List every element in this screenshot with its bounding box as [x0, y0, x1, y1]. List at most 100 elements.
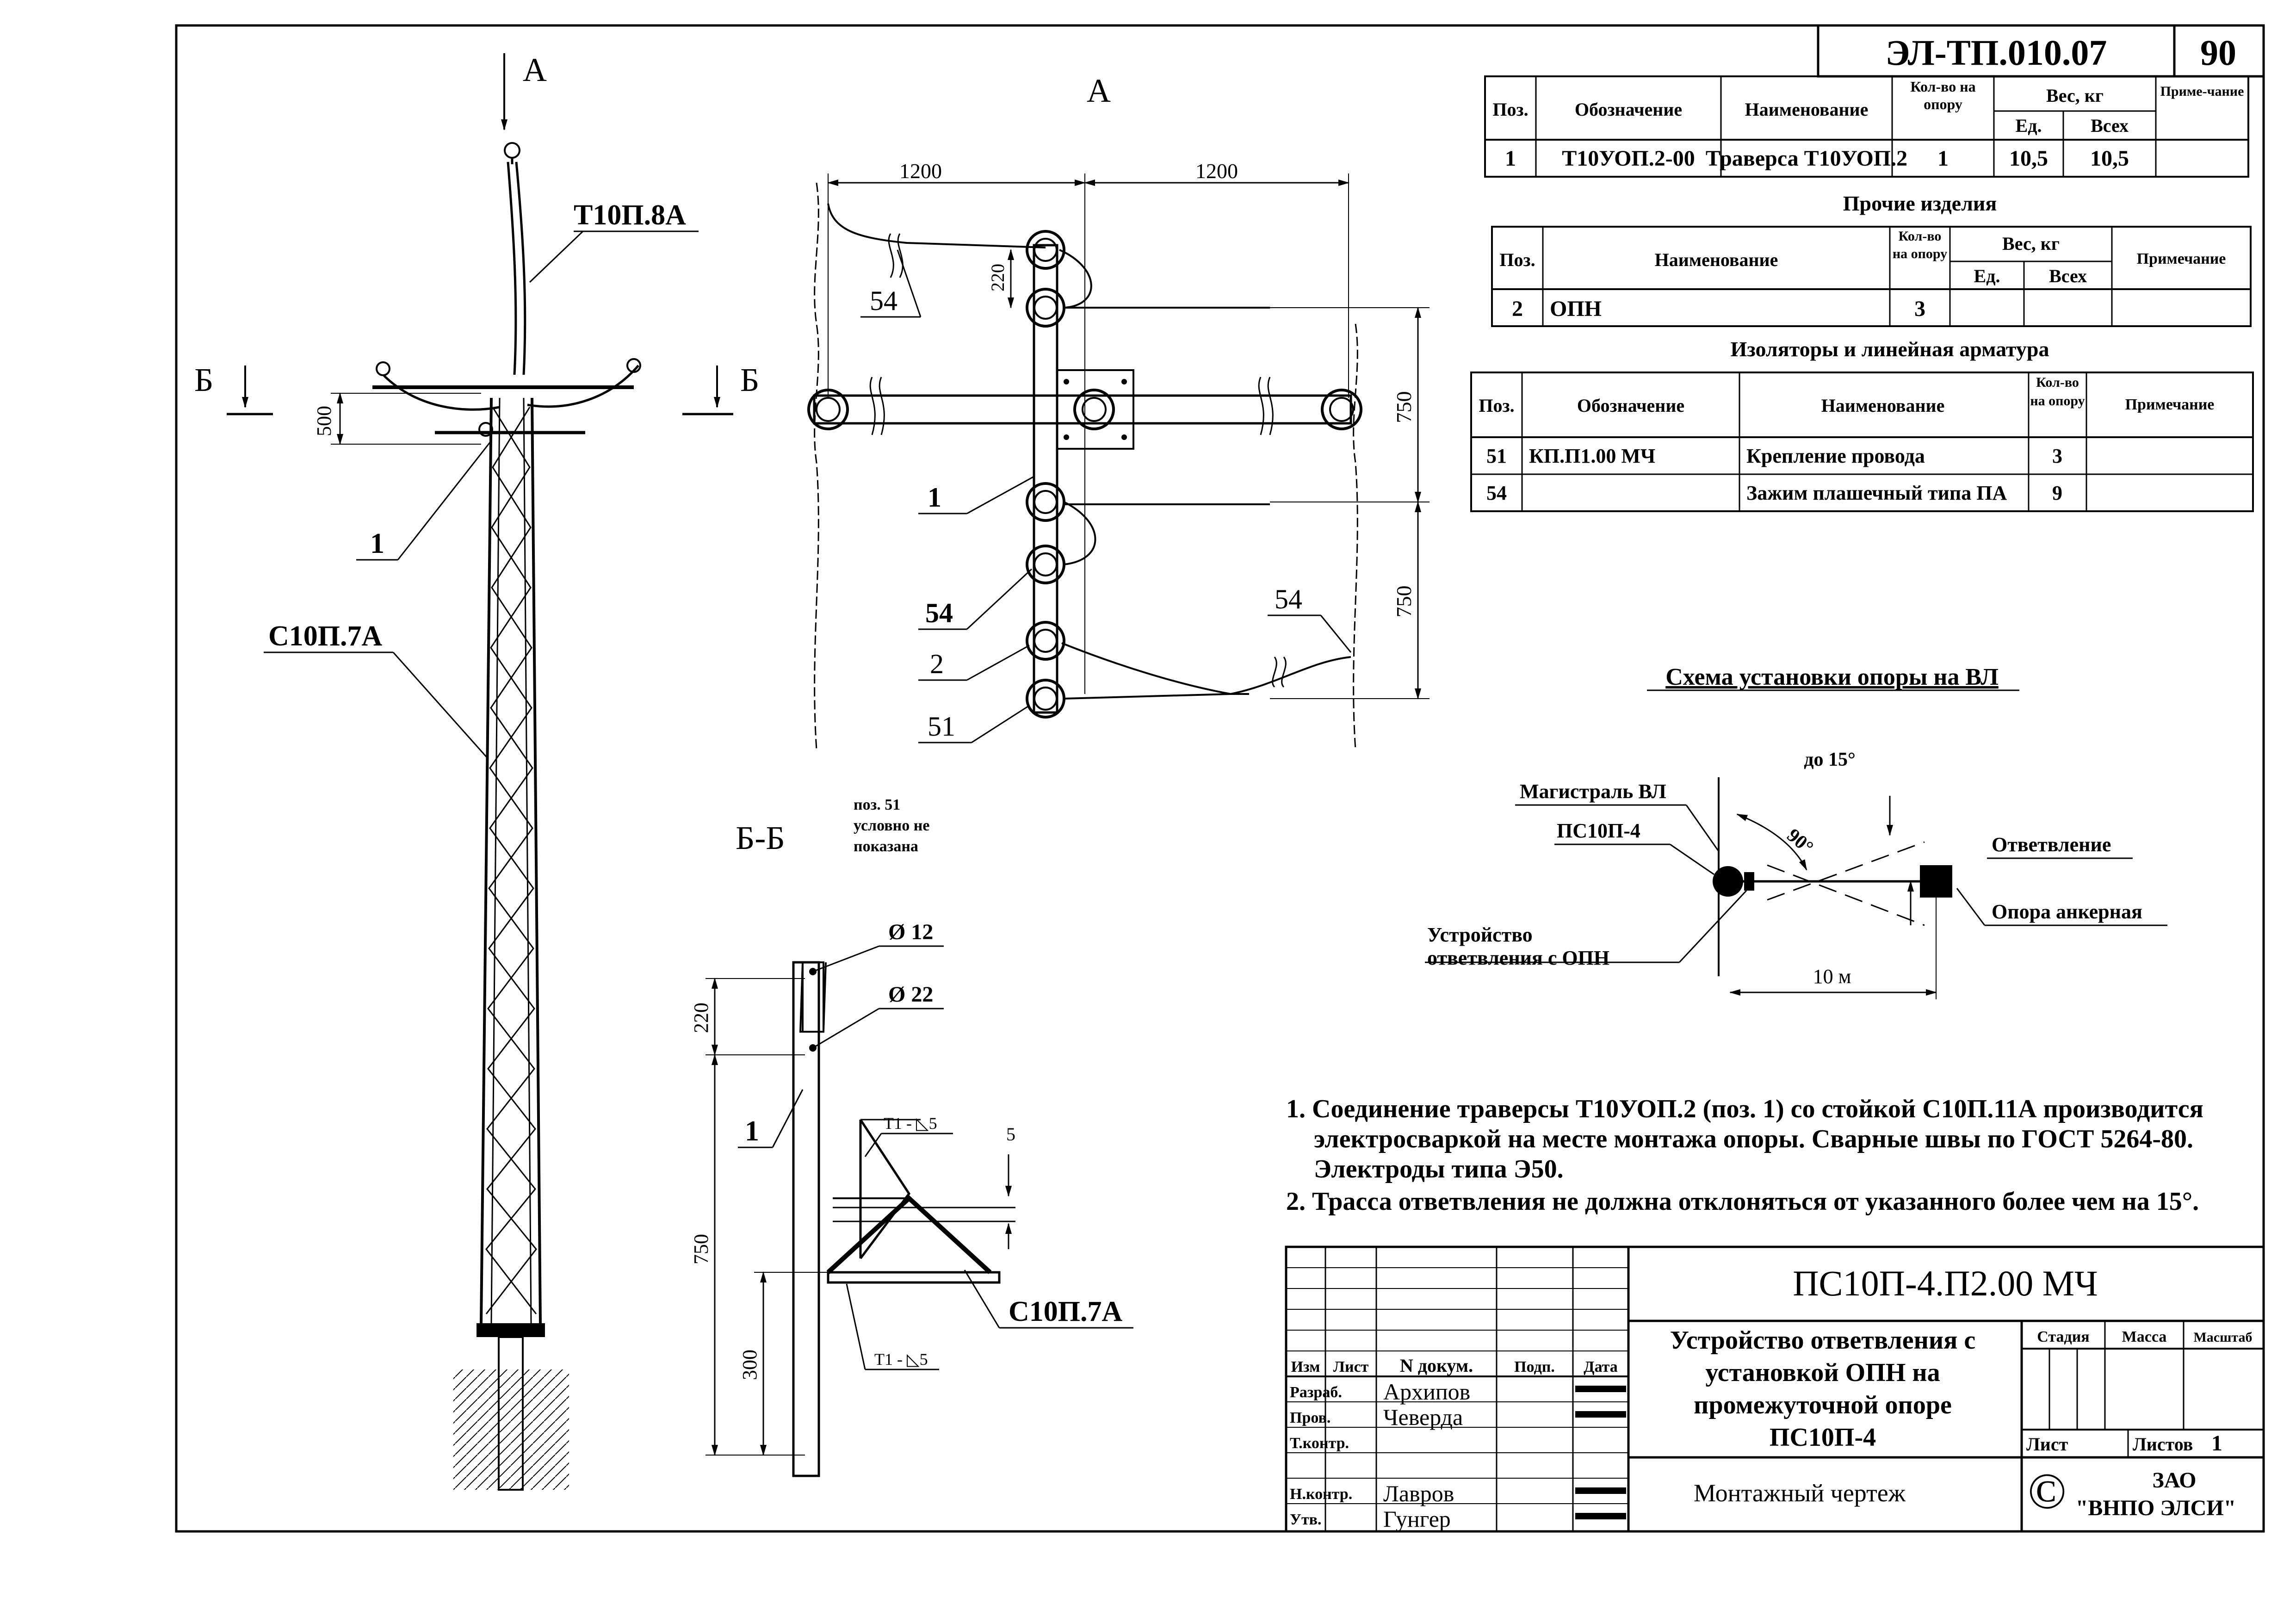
spec-head-designation: Обозначение: [1575, 99, 1682, 120]
section-label-right: Б: [740, 361, 759, 398]
svg-text:условно не: условно не: [854, 817, 929, 834]
svg-text:Устройство ответвления с: Устройство ответвления с: [1670, 1326, 1976, 1355]
section-label-left: Б: [194, 361, 213, 398]
weld-1: Т1 - ◺5: [884, 1114, 937, 1133]
svg-text:Архипов: Архипов: [1383, 1379, 1470, 1405]
svg-text:3: 3: [2052, 445, 2062, 467]
svg-text:поз. 51: поз. 51: [854, 796, 900, 813]
left-insulator-icon: [376, 361, 390, 376]
svg-text:Т.контр.: Т.контр.: [1290, 1435, 1349, 1452]
label-54-right: 54: [1275, 584, 1302, 614]
other-items-table: Прочие изделия Поз. Наименование Кол-во …: [1491, 192, 2252, 327]
svg-text:Утв.: Утв.: [1290, 1511, 1322, 1528]
svg-text:Подп.: Подп.: [1514, 1358, 1555, 1375]
dia-22: Ø 22: [888, 982, 933, 1007]
spec-head-unit: Ед.: [2016, 115, 2042, 136]
oi-row: 2 ОПН 3: [1512, 297, 1925, 321]
callout-1: 1: [370, 528, 384, 559]
label-device-2: ответвления с ОПН: [1427, 947, 1609, 969]
insulators-title: Изоляторы и линейная арматура: [1731, 337, 2049, 361]
dim-300-bb: 300: [738, 1350, 761, 1380]
ins-row-54: 54 Зажим плашечный типа ПА 9: [1486, 482, 2062, 504]
svg-text:Масштаб: Масштаб: [2193, 1330, 2252, 1345]
ins-head-pos: Поз.: [1479, 395, 1514, 416]
technical-notes: 1. Соединение траверсы Т10УОП.2 (поз. 1)…: [1286, 1095, 2203, 1216]
copyright-icon: ©: [2028, 1463, 2067, 1519]
oi-head-pos: Поз.: [1499, 249, 1535, 270]
dim-1200-right: 1200: [1195, 159, 1238, 183]
svg-text:Н.контр.: Н.контр.: [1290, 1486, 1352, 1503]
arrow-label-a: А: [523, 51, 547, 88]
dim-500: 500: [313, 406, 335, 436]
note-line-1: 1. Соединение траверсы Т10УОП.2 (поз. 1)…: [1286, 1095, 2203, 1123]
installation-scheme: Схема установки опоры на ВЛ до 15° 90° М…: [1425, 664, 2167, 999]
svg-text:1: 1: [1937, 146, 1949, 171]
svg-text:ПС10П-4: ПС10П-4: [1770, 1423, 1876, 1452]
label-1: 1: [928, 482, 941, 513]
label-c10p7a-bb: С10П.7А: [1009, 1296, 1123, 1327]
svg-text:Лавров: Лавров: [1383, 1481, 1454, 1506]
svg-text:2: 2: [1512, 297, 1523, 321]
angle-90: 90°: [1783, 824, 1818, 858]
angle-15: до 15°: [1804, 749, 1856, 770]
svg-text:Масса: Масса: [2122, 1328, 2167, 1345]
note-line-2: электросваркой на месте монтажа опоры. С…: [1314, 1125, 2193, 1153]
doc-type: Монтажный чертеж: [1694, 1479, 1906, 1507]
page-number: 90: [2200, 32, 2236, 73]
signature-dates: [1575, 1386, 1626, 1519]
svg-text:N докум.: N докум.: [1400, 1355, 1473, 1376]
opn-device-icon: [1744, 872, 1754, 891]
oi-head-unit: Ед.: [1974, 266, 2000, 286]
section-bb: Б-Б поз. 51 условно не показана 220 750 …: [690, 796, 1133, 1477]
section-bb-title: Б-Б: [736, 819, 785, 856]
svg-text:ОПН: ОПН: [1550, 297, 1602, 321]
svg-text:3: 3: [1914, 297, 1925, 321]
pole-view: А Б Б 500 Т10П.8А: [194, 51, 759, 1491]
svg-text:промежуточной опоре: промежуточной опоре: [1694, 1391, 1952, 1419]
anchor-pole-icon: [1920, 865, 1952, 898]
spec-head-qty: Кол-во на опору: [1910, 78, 1976, 112]
ins-head-name: Наименование: [1821, 395, 1945, 416]
spec-head-total: Всех: [2091, 115, 2129, 136]
svg-text:Пров.: Пров.: [1290, 1409, 1331, 1426]
ins-row-51: 51 КП.П1.00 МЧ Крепление провода 3: [1486, 445, 2062, 467]
section-bb-note: поз. 51 условно не показана: [854, 796, 929, 855]
scheme-title: Схема установки опоры на ВЛ: [1665, 664, 1999, 690]
title-block: Изм Лист N докум. Подп. Дата Разраб. Про…: [1285, 1245, 2265, 1533]
title-col-headers: Изм Лист N докум. Подп. Дата: [1291, 1355, 1618, 1376]
insulators-table: Изоляторы и линейная арматура Поз. Обозн…: [1470, 337, 2254, 512]
title-text: Устройство ответвления с установкой ОПН …: [1670, 1326, 1976, 1452]
svg-text:установкой ОПН на: установкой ОПН на: [1705, 1358, 1940, 1387]
label-pole: ПС10П-4: [1557, 819, 1640, 842]
svg-text:51: 51: [1486, 445, 1507, 467]
sheets-label: Листов: [2133, 1434, 2193, 1455]
svg-text:Крепление провода: Крепление провода: [1746, 445, 1925, 467]
right-insulator-icon: [626, 358, 641, 373]
note-line-4: 2. Трасса ответвления не должна отклонят…: [1286, 1187, 2199, 1216]
company-line-2: "ВНПО ЭЛСИ": [2076, 1496, 2236, 1520]
company-line-1: ЗАО: [2153, 1468, 2197, 1493]
svg-text:Чеверда: Чеверда: [1383, 1404, 1463, 1430]
svg-text:9: 9: [2052, 482, 2062, 504]
spec-head-note: Приме-чание: [2160, 84, 2244, 99]
svg-text:Изм: Изм: [1291, 1358, 1320, 1375]
dim-220-view-a: 220: [987, 264, 1008, 291]
top-stamp: ЭЛ-ТП.010.07 90: [1817, 24, 2265, 78]
oi-head-note: Примечание: [2137, 250, 2226, 267]
dim-750-top: 750: [1392, 391, 1416, 423]
view-a-title: А: [1087, 72, 1111, 109]
svg-text:КП.П1.00 МЧ: КП.П1.00 МЧ: [1529, 445, 1655, 467]
label-magistral: Магистраль ВЛ: [1520, 780, 1666, 803]
dim-750-bottom: 750: [1392, 586, 1416, 618]
svg-text:показана: показана: [854, 838, 918, 855]
sheet-frame: [175, 24, 2265, 1533]
spec-row: 1 Т10УОП.2-00 Траверса Т10УОП.2 1 10,5 1…: [1505, 146, 2129, 171]
oi-head-name: Наименование: [1655, 249, 1778, 270]
title-names: Архипов Чеверда Лавров Гунгер: [1383, 1379, 1470, 1532]
oi-head-qty: Кол-во на опору: [1892, 229, 1948, 261]
spec-head-weight: Вес, кг: [2046, 85, 2104, 106]
dist-10m: 10 м: [1813, 965, 1851, 988]
dia-12: Ø 12: [888, 920, 933, 944]
svg-text:Разраб.: Разраб.: [1290, 1384, 1342, 1401]
